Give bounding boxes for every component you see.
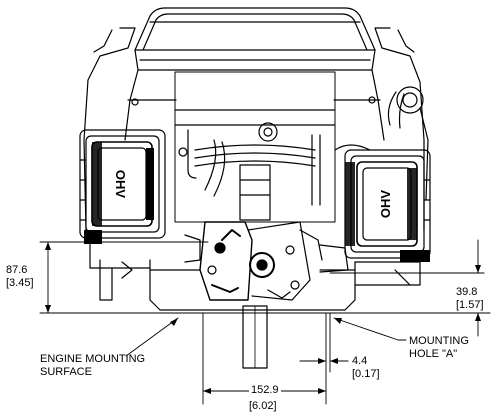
air-cleaner-cover (134, 7, 376, 71)
callout-mounting-hole-line1: MOUNTING (409, 335, 469, 347)
carburetor-linkage (184, 221, 349, 301)
dim-hole-offset-in: [0.17] (352, 368, 380, 380)
dim-height-left-in: [3.45] (6, 277, 34, 289)
callout-engine-surface-line2: SURFACE (40, 366, 92, 378)
engine-block (174, 71, 336, 223)
crankcase-base (89, 237, 421, 311)
callout-engine-surface-line1: ENGINE MOUNTING (40, 353, 146, 365)
dim-hole-offset-mm: 4.4 (352, 355, 368, 367)
left-cylinder-head (79, 129, 166, 244)
dim-height-right-mm: 39.8 (456, 286, 478, 298)
dim-width-mm: 152.9 (249, 384, 281, 396)
dimension-lines (39, 239, 491, 405)
left-valve-cover-text: OHV (113, 169, 129, 199)
callout-mounting-hole-line2: HOLE "A" (409, 348, 458, 360)
blower-housing (83, 27, 425, 231)
dim-height-left-mm: 87.6 (6, 264, 28, 276)
dim-width-in: [6.02] (249, 400, 277, 412)
right-hoses (204, 86, 429, 201)
dim-height-right-in: [1.57] (456, 299, 484, 311)
crankshaft (242, 305, 268, 369)
right-valve-cover-text: OHV (378, 189, 394, 219)
dimension-arrowheads (45, 242, 481, 394)
right-cylinder-head (344, 149, 431, 262)
